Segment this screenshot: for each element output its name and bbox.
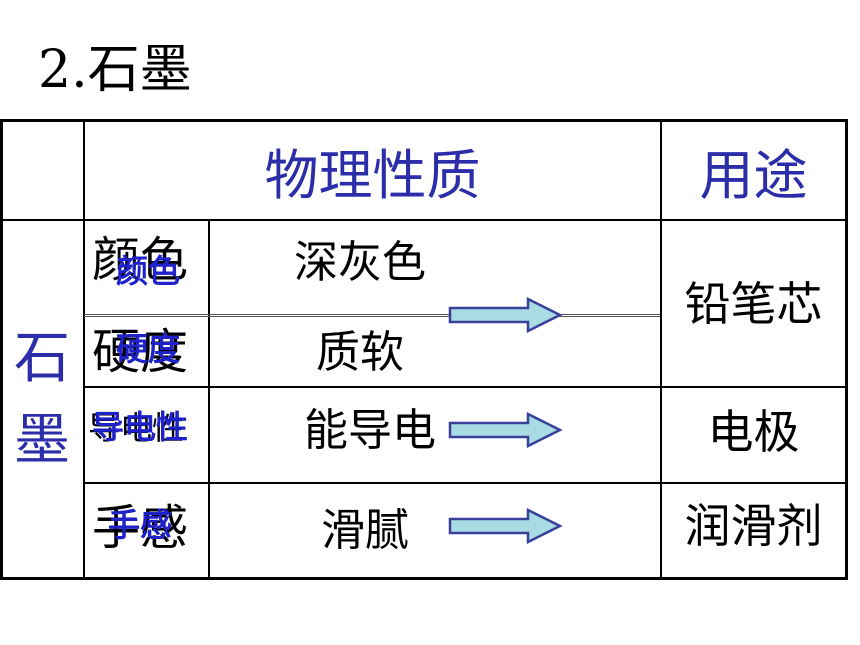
value-hardness: 质软 xyxy=(316,327,404,378)
property-hardness-label: 硬度 xyxy=(92,324,189,380)
property-feel-cell: 手感 手感 xyxy=(86,488,208,576)
col-divider-1 xyxy=(83,119,85,580)
use-lubricant: 润滑剂 xyxy=(684,499,823,553)
property-feel-overlay: 手感 xyxy=(108,506,173,544)
property-color-overlay: 颜色 xyxy=(116,252,181,290)
value-feel: 滑腻 xyxy=(321,505,409,556)
property-hardness-cell: 硬度 硬度 xyxy=(86,318,208,386)
value-color: 深灰色 xyxy=(294,237,426,288)
arrow-right-icon xyxy=(448,297,563,333)
row-divider-1 xyxy=(84,314,660,315)
use-electrode: 电极 xyxy=(707,405,800,459)
col-divider-3 xyxy=(660,119,662,580)
table-border-left xyxy=(0,119,3,580)
slide-title: 2.石墨 xyxy=(38,40,192,100)
value-conductivity: 能导电 xyxy=(304,405,436,456)
property-feel-label: 手感 xyxy=(92,500,189,556)
side-label-graphite: 石 墨 xyxy=(2,222,82,578)
row-divider-3 xyxy=(84,482,848,484)
property-conductivity-overlay: 导电性 xyxy=(92,408,189,446)
property-conductivity-label: 导电性 xyxy=(88,409,185,447)
header-properties: 物理性质 xyxy=(264,143,481,207)
row-divider-2 xyxy=(84,386,848,388)
arrow-right-icon xyxy=(448,508,563,544)
header-divider xyxy=(0,219,848,221)
row-divider-1b xyxy=(84,316,660,317)
col-divider-2 xyxy=(208,220,210,580)
table-border-top xyxy=(0,119,848,122)
property-color-label: 颜色 xyxy=(92,232,189,288)
arrow-right-icon xyxy=(448,412,563,448)
side-label-char-1: 石 xyxy=(14,326,70,391)
table-border-bottom xyxy=(0,577,848,580)
side-label-char-2: 墨 xyxy=(14,408,70,473)
property-color-cell: 颜色 颜色 xyxy=(86,228,208,308)
header-uses: 用途 xyxy=(699,143,808,207)
property-conductivity-cell: 导电性 导电性 xyxy=(86,390,208,480)
use-pencil-lead: 铅笔芯 xyxy=(684,277,823,331)
table-border-right xyxy=(845,119,848,580)
property-hardness-overlay: 硬度 xyxy=(116,330,181,368)
